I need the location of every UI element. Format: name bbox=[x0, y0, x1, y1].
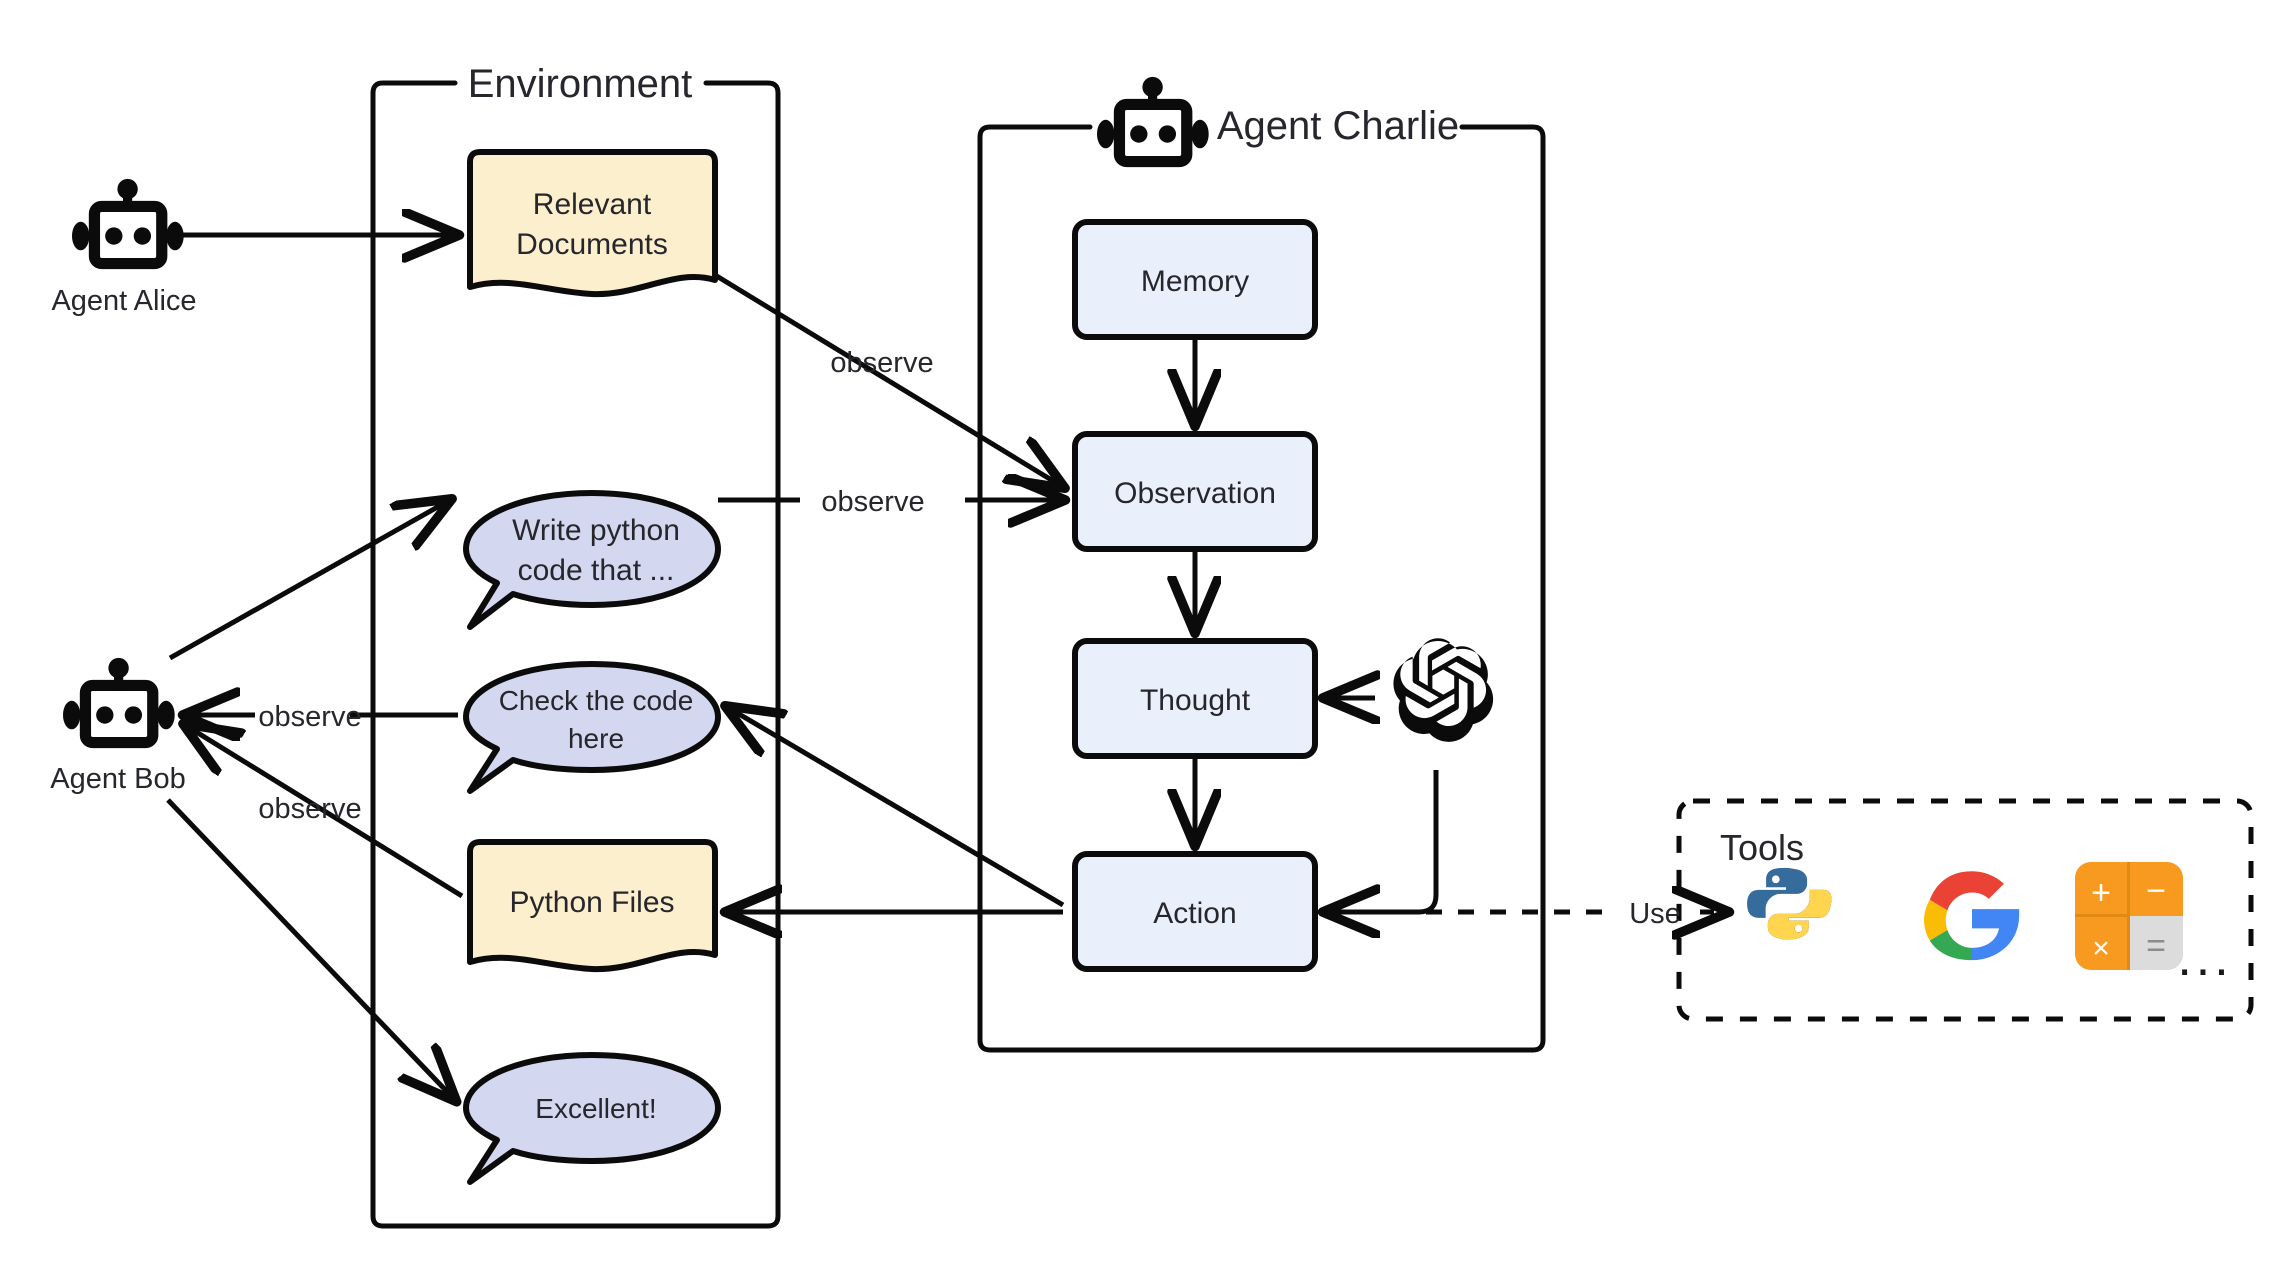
calculator-icon[interactable]: + − × = bbox=[2075, 862, 2183, 970]
edge-label-observe-documents: observe bbox=[830, 347, 933, 379]
agent-name-alice: Agent Alice bbox=[51, 285, 196, 317]
env-item-label-line1: Relevant bbox=[533, 188, 652, 221]
agent-node-observation[interactable]: Observation bbox=[1072, 431, 1318, 552]
agent-node-memory[interactable]: Memory bbox=[1072, 219, 1318, 340]
group-title-agent-charlie: Agent Charlie bbox=[1217, 104, 1459, 148]
env-item-write-python-code[interactable]: Write python code that ... bbox=[463, 490, 721, 630]
openai-logo-icon bbox=[1393, 638, 1494, 742]
agent-node-label: Thought bbox=[1140, 684, 1251, 717]
edge-bob-to-excellent bbox=[166, 798, 455, 1100]
calc-key-plus: + bbox=[2091, 874, 2111, 912]
agent-node-label: Observation bbox=[1114, 477, 1276, 510]
group-title-environment: Environment bbox=[468, 62, 693, 106]
agent-node-label: Action bbox=[1153, 897, 1236, 930]
calc-key-minus: − bbox=[2146, 872, 2166, 910]
agent-alice[interactable]: Agent Alice bbox=[51, 178, 197, 317]
edge-label-use: Use bbox=[1629, 898, 1681, 930]
env-item-python-files[interactable]: Python Files bbox=[467, 839, 718, 973]
env-item-check-the-code[interactable]: Check the code here bbox=[463, 661, 721, 794]
edge-action-to-check-the-code bbox=[727, 707, 1065, 908]
edge-bob-to-write-python bbox=[168, 500, 450, 661]
agent-bob[interactable]: Agent Bob bbox=[50, 657, 186, 795]
edge-python-files-to-bob bbox=[185, 725, 464, 899]
robot-icon-bob bbox=[63, 657, 175, 749]
env-item-label-line1: Write python bbox=[512, 514, 680, 547]
env-item-label-line2: code that ... bbox=[518, 554, 675, 587]
robot-icon-alice bbox=[72, 178, 184, 270]
agent-node-thought[interactable]: Thought bbox=[1072, 638, 1318, 759]
group-environment: Environment bbox=[370, 62, 781, 1229]
env-item-label-line1: Python Files bbox=[509, 886, 674, 919]
group-agent-charlie: Agent Charlie bbox=[977, 76, 1546, 1053]
agent-name-bob: Agent Bob bbox=[50, 763, 185, 795]
edge-documents-to-observation bbox=[713, 272, 1063, 487]
edge-label-observe-to-bob-2: observe bbox=[258, 793, 361, 825]
tools-title: Tools bbox=[1720, 827, 1804, 868]
edge-label-observe-message: observe bbox=[821, 486, 924, 518]
agent-node-action[interactable]: Action bbox=[1072, 851, 1318, 972]
robot-icon-charlie bbox=[1097, 76, 1209, 168]
edge-llm-to-action bbox=[1325, 770, 1439, 912]
agent-node-label: Memory bbox=[1141, 265, 1249, 298]
google-logo-icon[interactable] bbox=[1924, 871, 2020, 961]
calc-key-equals: = bbox=[2146, 927, 2166, 965]
calc-key-times: × bbox=[2092, 932, 2110, 965]
python-logo-icon[interactable] bbox=[1747, 867, 1832, 940]
env-item-label-line2: Documents bbox=[516, 228, 668, 261]
tools-more-ellipsis: ... bbox=[2177, 929, 2232, 987]
edge-label-observe-to-bob-1: observe bbox=[258, 701, 361, 733]
env-item-excellent[interactable]: Excellent! bbox=[463, 1052, 721, 1185]
env-item-label-line1: Check the code bbox=[499, 685, 694, 716]
env-item-label-line2: here bbox=[568, 723, 624, 754]
env-item-relevant-documents[interactable]: Relevant Documents bbox=[467, 149, 718, 298]
env-item-label-line1: Excellent! bbox=[535, 1093, 656, 1124]
group-tools: Tools + − × bbox=[1676, 798, 2254, 1022]
